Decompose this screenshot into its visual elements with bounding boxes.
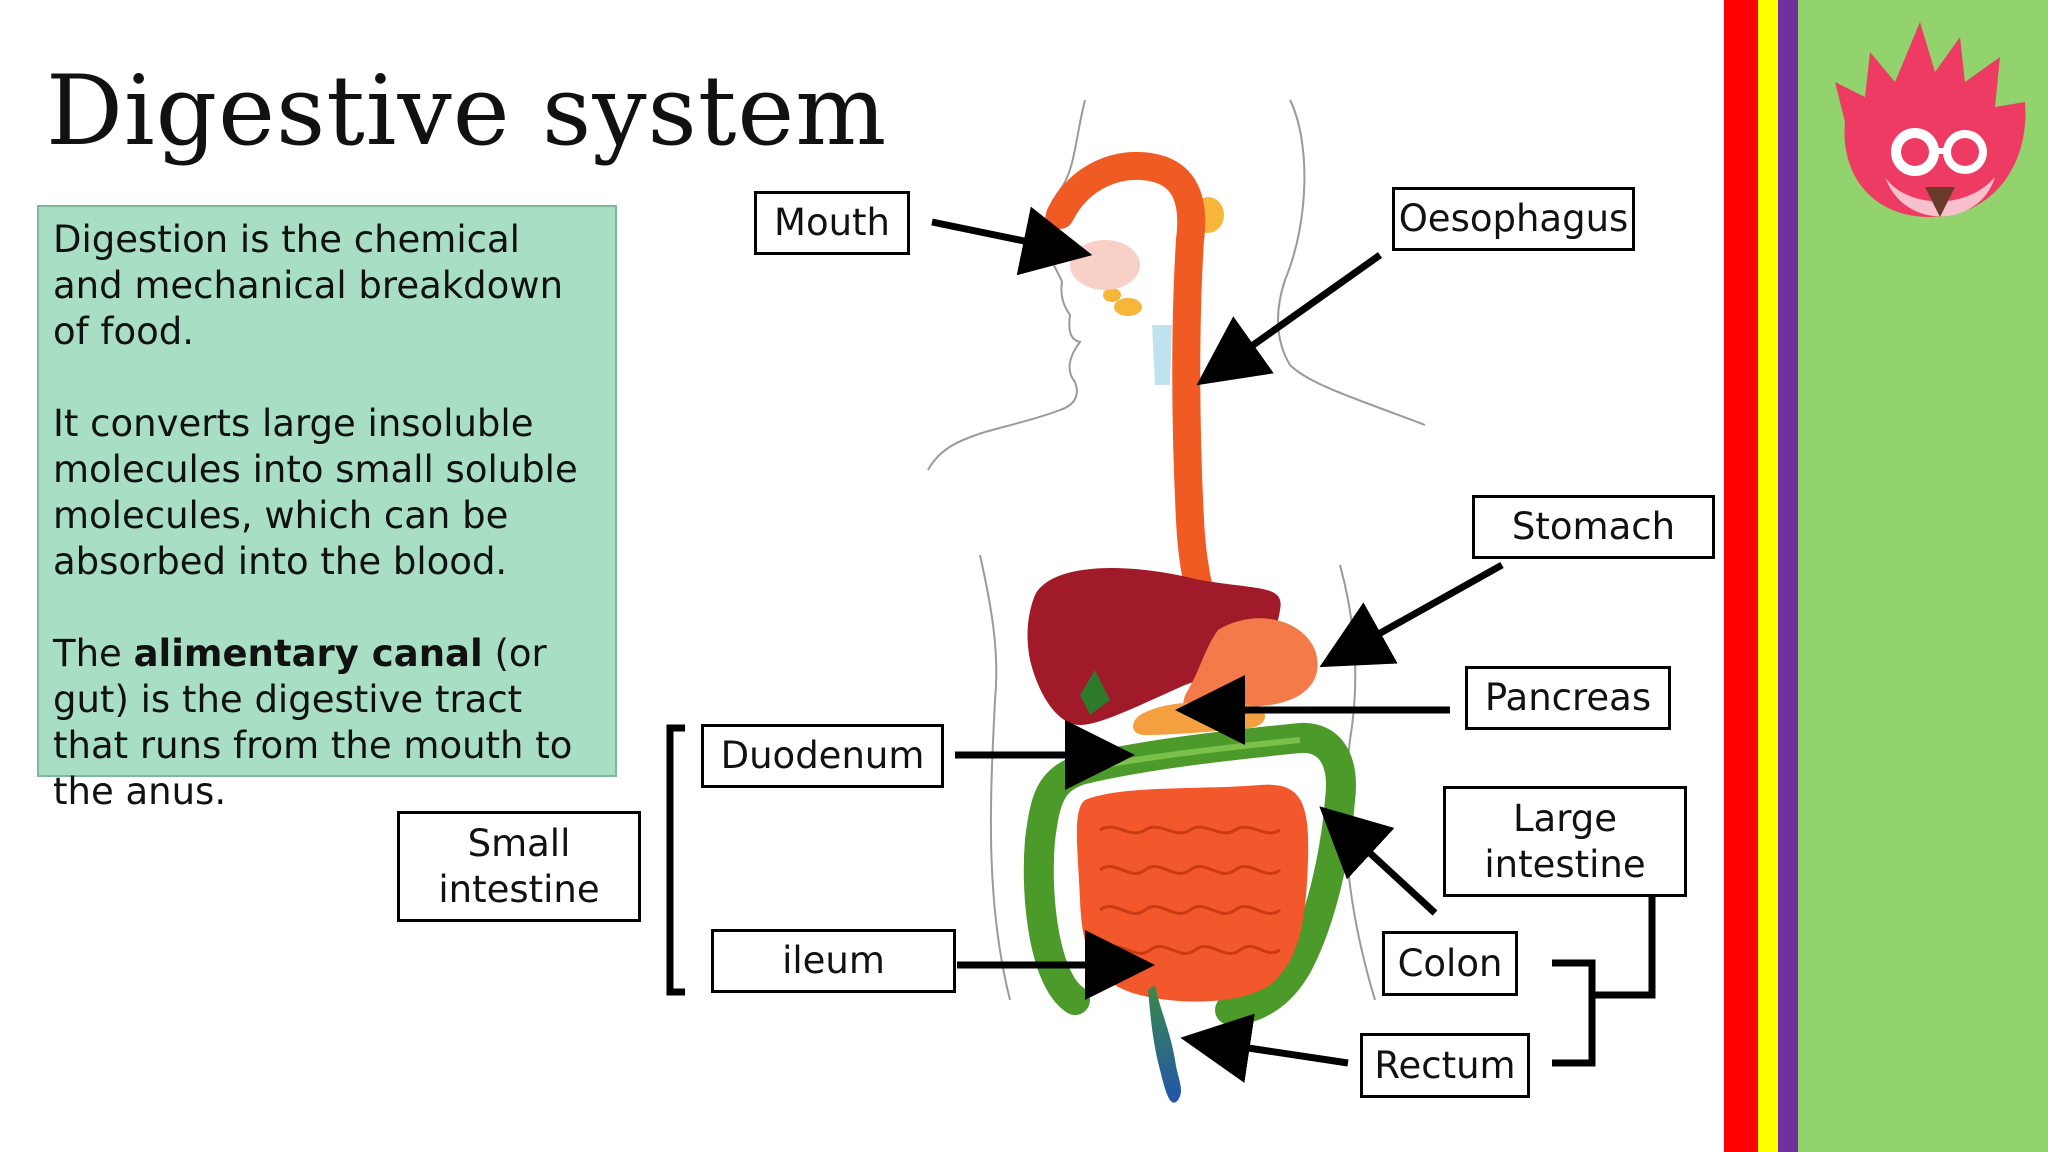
mascot-logo-icon (1835, 22, 2026, 217)
label-stomach: Stomach (1472, 495, 1715, 559)
label-large-intestine: Large intestine (1443, 786, 1687, 897)
label-duodenum: Duodenum (701, 724, 944, 788)
digestive-diagram (666, 99, 1656, 1103)
oesophagus (1046, 151, 1234, 654)
rectum (1148, 985, 1182, 1103)
label-colon: Colon (1382, 931, 1518, 996)
label-mouth: Mouth (754, 191, 910, 255)
slide-title: Digestive system (46, 55, 888, 167)
info-text: (or gut) is the digestive tract that run… (53, 632, 573, 813)
info-paragraph-conversion: It converts large insoluble molecules in… (53, 402, 578, 583)
info-paragraph-definition: Digestion is the chemical and mechanical… (53, 218, 564, 353)
stripe-yellow (1758, 0, 1778, 1152)
info-text: The (53, 632, 134, 675)
stripe-purple (1778, 0, 1798, 1152)
brackets (666, 724, 1656, 1067)
label-arrows (931, 206, 1504, 1083)
small-intestine (1076, 784, 1309, 1002)
arrow-mouth (931, 206, 1093, 276)
label-pancreas: Pancreas (1465, 666, 1671, 730)
arrow-stomach (1319, 561, 1504, 668)
label-oesophagus: Oesophagus (1392, 187, 1635, 251)
label-small-intestine: Small intestine (397, 811, 641, 922)
label-rectum: Rectum (1360, 1033, 1530, 1098)
bracket-large-intestine-parts (1552, 959, 1596, 1067)
info-box: Digestion is the chemical and mechanical… (37, 205, 617, 813)
trachea (1152, 325, 1172, 385)
bracket-large-intestine-link (1592, 893, 1656, 999)
arrow-colon (1319, 806, 1438, 916)
bracket-small-intestine (666, 724, 685, 996)
stripe-red (1724, 0, 1758, 1152)
info-paragraph-alimentary-canal: The alimentary canal (or gut) is the dig… (53, 631, 601, 815)
arrow-oesophagus (1196, 252, 1383, 386)
arrow-rectum (1180, 1013, 1349, 1083)
info-bold-term: alimentary canal (133, 632, 483, 675)
label-ileum: ileum (711, 929, 956, 993)
